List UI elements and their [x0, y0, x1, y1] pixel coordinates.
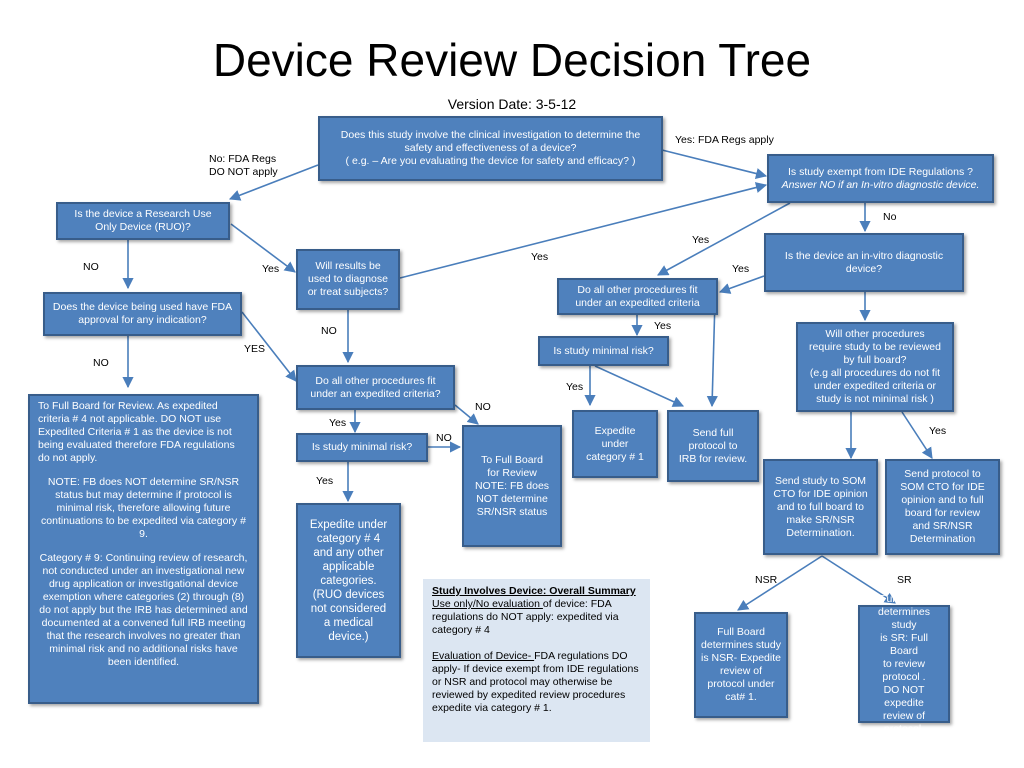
node-som-cto-opinion: Send study to SOM CTO for IDE opinion an… [763, 459, 878, 555]
label-yes-expedited-mid: Yes [329, 417, 347, 429]
node-ide-exempt: Is study exempt from IDE Regulations ? A… [767, 154, 994, 203]
node-expedite-cat1: Expedite under category # 1 [572, 410, 658, 478]
arrow-expedited-right-to-protocol [706, 299, 718, 408]
arrow-exempt-to-expedited [657, 202, 791, 276]
node-full-board-required: Will other procedures require study to b… [796, 322, 954, 412]
arrow-minrisk-right-to-protocol [594, 365, 685, 407]
node-in-vitro-diagnostic: Is the device an in-vitro diagnostic dev… [764, 233, 964, 292]
node-clinical-investigation: Does this study involve the clinical inv… [318, 116, 663, 181]
arrow-ivd-to-expedited [718, 275, 765, 294]
label-yes-exempt: Yes [692, 234, 710, 246]
label-yes-ruo: Yes [262, 263, 280, 275]
summary-evaluation-text: FDA regulations DO apply- If device exem… [432, 650, 639, 714]
node-full-board-sr: Full Board determines study is SR: Full … [858, 593, 950, 735]
label-yes-fda-approval: YES [244, 343, 266, 355]
arrow-som-to-sr [821, 555, 896, 604]
node-expedited-criteria-mid: Do all other procedures fit under an exp… [296, 365, 455, 410]
label-no-expedited-mid: NO [475, 401, 491, 413]
arrow-fullboard-to-som-full [901, 411, 933, 459]
summary-evaluation-label: Evaluation of Device- [432, 650, 535, 662]
summary-use-only-label: Use only/No evaluation [432, 598, 543, 610]
overall-summary-panel: Study Involves Device: Overall Summary U… [423, 579, 650, 742]
label-sr: SR [897, 574, 912, 586]
label-yes-expedited-right: Yes [654, 320, 672, 332]
label-no-fda-regs: No: FDA Regs DO NOT apply [209, 153, 278, 178]
node-expedite-cat4: Expedite under category # 4 and any othe… [296, 503, 401, 658]
arrow-fda-to-expedited-mid [241, 311, 297, 382]
page-title: Device Review Decision Tree [212, 34, 812, 86]
label-no-fda-approval: NO [93, 357, 109, 369]
arrow-diagnose-to-exempt [399, 182, 768, 279]
node-expedited-criteria-right: Do all other procedures fit under an exp… [557, 278, 718, 315]
arrow-clinical-to-ruo [228, 164, 319, 201]
node-diagnose-treat: Will results be used to diagnose or trea… [296, 249, 400, 310]
arrow-clinical-to-exempt [661, 149, 768, 179]
label-yes-diagnose: Yes [531, 251, 549, 263]
label-nsr: NSR [755, 574, 778, 586]
label-yes-minrisk-right: Yes [566, 381, 584, 393]
node-ruo-device: Is the device a Research Use Only Device… [56, 202, 230, 240]
node-full-board-nsr: Full Board determines study is NSR- Expe… [694, 612, 788, 718]
arrow-expedited-mid-to-fullboard-note [454, 404, 479, 425]
summary-use-only-text: of device: FDA regulations do NOT apply:… [432, 598, 619, 636]
node-minimal-risk-mid: Is study minimal risk? [296, 433, 428, 462]
label-yes-minrisk-mid: Yes [316, 475, 334, 487]
label-yes-fullboard: Yes [929, 425, 947, 437]
node-fda-approval: Does the device being used have FDA appr… [43, 292, 242, 336]
label-yes-fda-regs: Yes: FDA Regs apply [675, 134, 774, 146]
version-date: Version Date: 3-5-12 [447, 96, 577, 112]
node-som-cto-full: Send protocol to SOM CTO for IDE opinion… [885, 459, 1000, 555]
node-full-board-note: To Full Board for Review NOTE: FB does N… [462, 425, 562, 547]
arrow-som-to-nsr [737, 555, 823, 611]
summary-heading: Study Involves Device: Overall Summary [432, 585, 636, 597]
label-no-diagnose: NO [321, 325, 337, 337]
node-minimal-risk-right: Is study minimal risk? [538, 336, 669, 366]
node-full-board-cat4: To Full Board for Review. As expedited c… [28, 394, 259, 704]
arrow-ruo-to-diagnose [230, 223, 296, 273]
label-no-exempt: No [883, 211, 897, 223]
label-yes-ivd: Yes [732, 263, 750, 275]
node-send-full-protocol: Send full protocol to IRB for review. [667, 410, 759, 482]
label-no-minrisk-mid: NO [436, 432, 452, 444]
label-no-ruo: NO [83, 261, 99, 273]
